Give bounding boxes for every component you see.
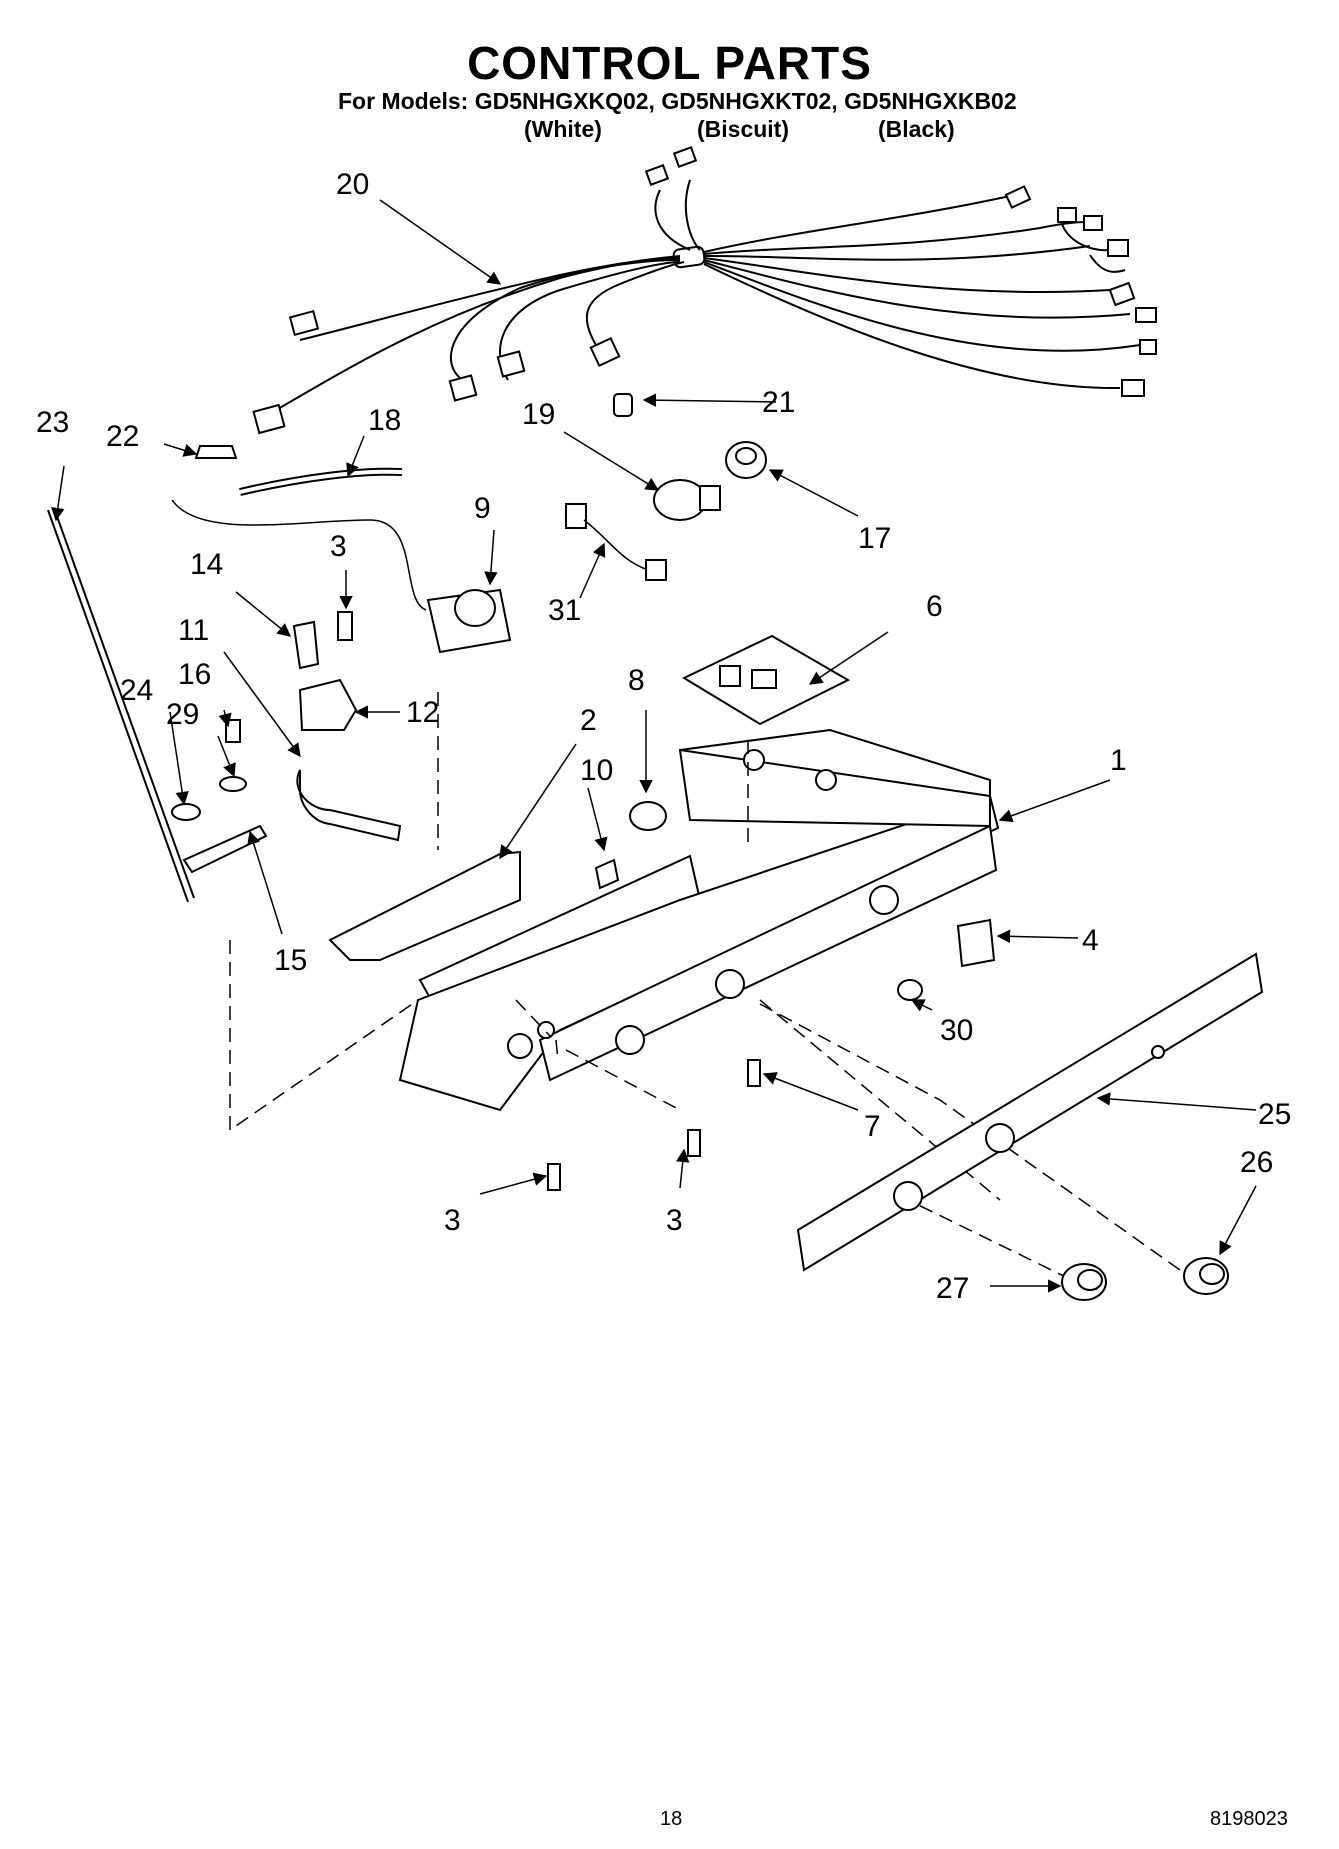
fasteners <box>547 801 996 1191</box>
callout-6: 6 <box>926 590 943 623</box>
control-board <box>681 634 851 726</box>
callout-numbers: 1 2 3 3 3 4 6 7 8 9 10 11 12 14 15 16 17… <box>36 168 1291 1305</box>
callout-18: 18 <box>368 404 401 437</box>
callout-4: 4 <box>1082 924 1099 957</box>
callout-3-top: 3 <box>330 530 347 563</box>
models-line: For Models: GD5NHGXKQ02, GD5NHGXKT02, GD… <box>338 88 1017 114</box>
callout-30: 30 <box>940 1014 973 1047</box>
callout-29: 29 <box>166 698 199 731</box>
callout-8: 8 <box>628 664 645 697</box>
callout-16: 16 <box>178 658 211 691</box>
wire-harness <box>252 146 1157 435</box>
small-parts <box>47 393 767 903</box>
callout-10: 10 <box>580 754 613 787</box>
color-biscuit: (Biscuit) <box>697 116 789 142</box>
callout-22: 22 <box>106 420 139 453</box>
callout-12: 12 <box>406 696 439 729</box>
callout-23: 23 <box>36 406 69 439</box>
callout-25: 25 <box>1258 1098 1291 1131</box>
callout-31: 31 <box>548 594 581 627</box>
callout-24: 24 <box>120 674 153 707</box>
main-housing <box>328 728 1000 1112</box>
callout-20: 20 <box>336 168 369 201</box>
color-white: (White) <box>524 116 602 142</box>
knobs <box>1061 1257 1229 1301</box>
callout-21: 21 <box>762 386 795 419</box>
callout-9: 9 <box>474 492 491 525</box>
page-title: CONTROL PARTS <box>467 37 872 89</box>
callout-7: 7 <box>864 1110 881 1143</box>
callout-26: 26 <box>1240 1146 1273 1179</box>
callout-3-left: 3 <box>444 1204 461 1237</box>
alignment-lines <box>229 692 1181 1285</box>
callout-1: 1 <box>1110 744 1127 777</box>
callout-17: 17 <box>858 522 891 555</box>
callout-11: 11 <box>178 614 209 647</box>
leader-lines <box>51 199 1257 1293</box>
callout-3-right: 3 <box>666 1204 683 1237</box>
document-number: 8198023 <box>1210 1808 1288 1830</box>
color-black: (Black) <box>878 116 955 142</box>
callout-15: 15 <box>274 944 307 977</box>
callout-19: 19 <box>522 398 555 431</box>
front-panel <box>796 952 1264 1272</box>
page-number: 18 <box>660 1808 683 1830</box>
callout-2: 2 <box>580 704 597 737</box>
callout-27: 27 <box>936 1272 969 1305</box>
callout-14: 14 <box>190 548 223 581</box>
